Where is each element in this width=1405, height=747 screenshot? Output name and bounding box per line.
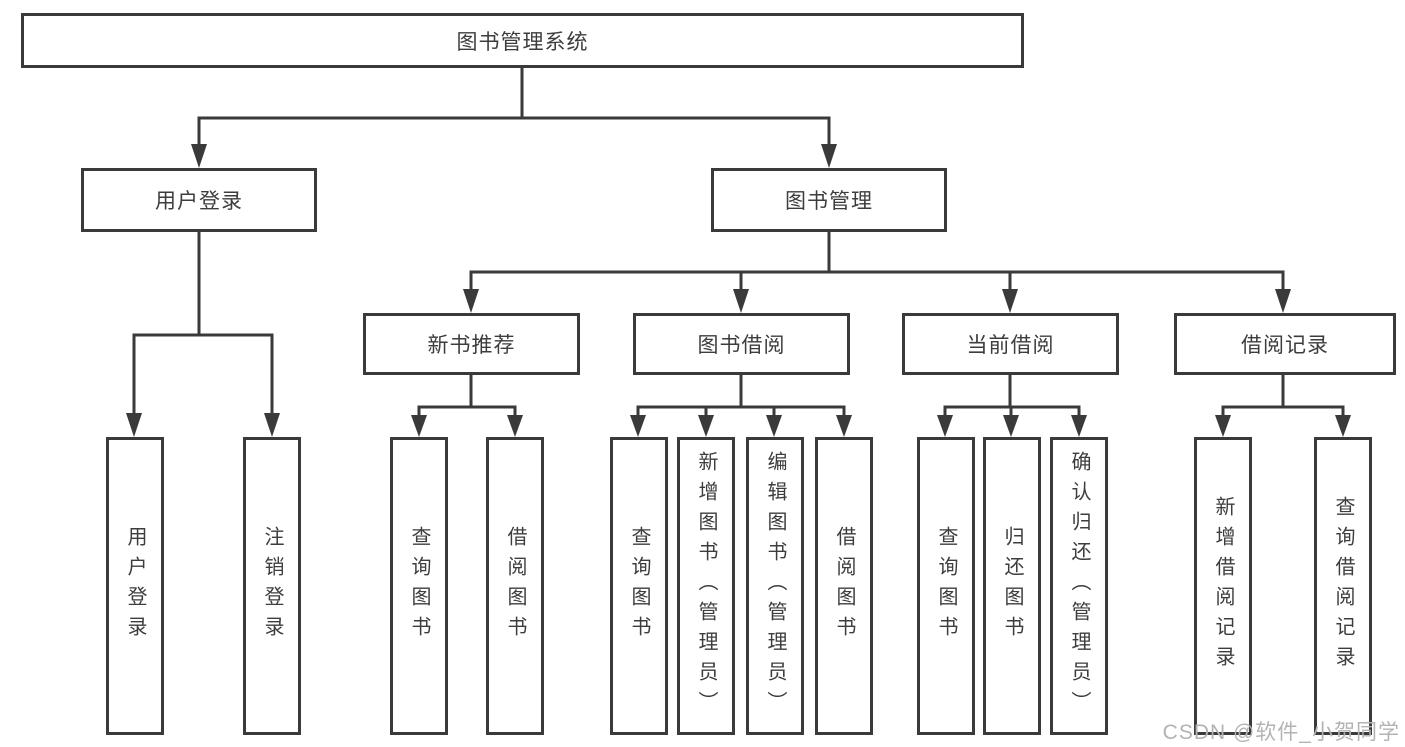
node-leaf-bb-borrow-books-label: 借阅图书	[833, 526, 855, 646]
node-leaf-br-add-record-label: 新增借阅记录	[1212, 496, 1234, 676]
node-current-borrow: 当前借阅	[902, 313, 1119, 375]
node-root-label: 图书管理系统	[456, 30, 589, 54]
node-leaf-br-add-record: 新增借阅记录	[1194, 437, 1252, 735]
node-leaf-cb-confirm-return-label: 确认归还（管理员）	[1068, 451, 1090, 721]
node-borrow-records-label: 借阅记录	[1241, 334, 1329, 357]
connector-borrow-records-children	[1215, 375, 1351, 437]
node-leaf-bb-borrow-books: 借阅图书	[815, 437, 873, 735]
node-leaf-bb-query-books: 查询图书	[610, 437, 668, 735]
node-current-borrow-label: 当前借阅	[966, 334, 1055, 357]
connector-book-borrow-children	[630, 375, 852, 437]
csdn-watermark: CSDN @软件_小贺同学	[1162, 721, 1400, 744]
node-leaf-nbr-borrow-books-label: 借阅图书	[504, 526, 526, 646]
node-leaf-user-login-label: 用户登录	[124, 526, 146, 646]
connector-user-login-children	[126, 232, 280, 437]
node-user-login: 用户登录	[81, 168, 317, 232]
node-leaf-cb-query-books: 查询图书	[917, 437, 975, 735]
node-leaf-bb-edit-books: 编辑图书（管理员）	[746, 437, 804, 735]
node-leaf-nbr-query-books: 查询图书	[390, 437, 448, 735]
node-book-borrow: 图书借阅	[633, 313, 850, 375]
node-leaf-cb-confirm-return: 确认归还（管理员）	[1050, 437, 1108, 735]
node-leaf-cb-query-books-label: 查询图书	[935, 526, 957, 646]
node-leaf-bb-add-books: 新增图书（管理员）	[677, 437, 735, 735]
node-leaf-user-login: 用户登录	[106, 437, 164, 735]
connector-book-mgmt-children	[463, 232, 1291, 313]
connector-new-book-rec-children	[411, 375, 523, 437]
node-leaf-br-query-record: 查询借阅记录	[1314, 437, 1372, 735]
node-leaf-bb-edit-books-label: 编辑图书（管理员）	[764, 451, 786, 721]
node-user-login-label: 用户登录	[155, 190, 243, 213]
node-book-mgmt-label: 图书管理	[785, 190, 873, 213]
node-leaf-cb-return-books-label: 归还图书	[1001, 526, 1023, 646]
node-leaf-nbr-query-books-label: 查询图书	[408, 526, 430, 646]
node-leaf-br-query-record-label: 查询借阅记录	[1332, 496, 1354, 676]
node-new-book-rec: 新书推荐	[363, 313, 580, 375]
node-leaf-logout-label: 注销登录	[261, 526, 283, 646]
node-new-book-rec-label: 新书推荐	[427, 334, 516, 357]
node-leaf-bb-query-books-label: 查询图书	[628, 526, 650, 646]
connector-root-to-level2	[191, 68, 837, 168]
node-leaf-bb-add-books-label: 新增图书（管理员）	[695, 451, 717, 721]
node-root-library-system: 图书管理系统	[21, 13, 1024, 68]
node-leaf-nbr-borrow-books: 借阅图书	[486, 437, 544, 735]
node-leaf-logout: 注销登录	[243, 437, 301, 735]
node-borrow-records: 借阅记录	[1174, 313, 1396, 375]
node-book-mgmt: 图书管理	[711, 168, 947, 232]
connector-current-borrow-children	[937, 375, 1087, 437]
node-book-borrow-label: 图书借阅	[697, 334, 786, 357]
node-leaf-cb-return-books: 归还图书	[983, 437, 1041, 735]
